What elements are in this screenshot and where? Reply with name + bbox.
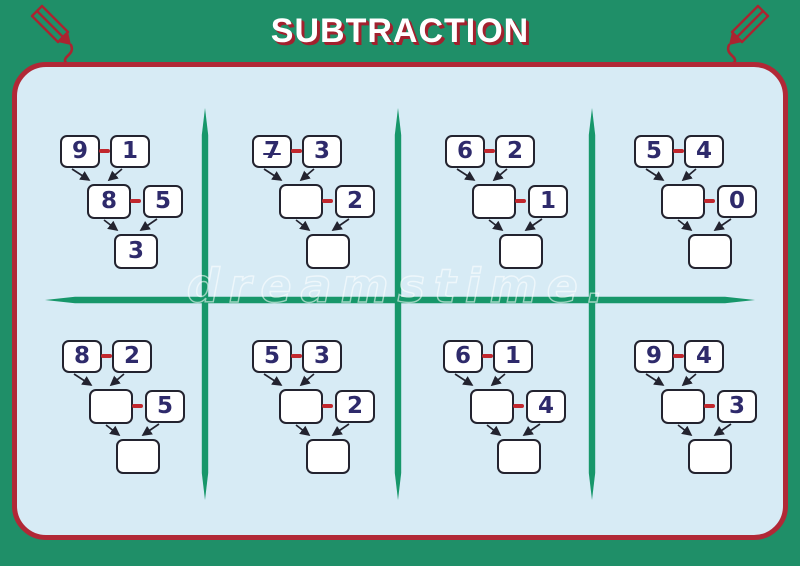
flow-arrows (456, 168, 543, 232)
minuend-box: 9 (634, 340, 674, 373)
final-answer-box[interactable] (688, 439, 732, 474)
puzzle-4: 5 4 0 (634, 135, 759, 269)
puzzle-8: 9 4 3 (634, 340, 759, 474)
puzzle-5: 8 2 5 (62, 340, 187, 474)
first-difference-answer-box[interactable] (279, 389, 323, 424)
minuend-box: 8 (62, 340, 102, 373)
puzzle-6: 5 3 2 (252, 340, 377, 474)
minus-sign (322, 199, 333, 203)
puzzle-1: 9 1 8 5 3 (60, 135, 185, 269)
flow-arrows (454, 373, 541, 437)
minuend-box: 6 (443, 340, 483, 373)
minus-sign (291, 149, 302, 153)
flow-arrows (73, 373, 160, 437)
first-difference-answer-box[interactable] (661, 389, 705, 424)
minuend-box: 5 (252, 340, 292, 373)
flow-arrows (71, 168, 158, 232)
minus-sign (515, 199, 526, 203)
pencil-scribble-icon (698, 4, 770, 66)
final-answer-box[interactable] (306, 234, 350, 269)
puzzle-3: 6 2 1 (445, 135, 570, 269)
subtrahend-box: 1 (110, 135, 150, 168)
second-subtrahend-box: 5 (143, 185, 183, 218)
subtrahend-box: 3 (302, 135, 342, 168)
puzzle-7: 6 1 4 (443, 340, 568, 474)
first-difference-answer-box[interactable] (661, 184, 705, 219)
minus-sign (482, 354, 493, 358)
minus-sign (101, 354, 112, 358)
final-answer-box[interactable] (497, 439, 541, 474)
subtrahend-box: 3 (302, 340, 342, 373)
flow-arrows (263, 373, 350, 437)
page-title: SUBTRACTION (270, 11, 530, 50)
second-subtrahend-box: 0 (717, 185, 757, 218)
final-answer-box[interactable] (688, 234, 732, 269)
minus-sign (673, 354, 684, 358)
second-subtrahend-box: 3 (717, 390, 757, 423)
final-answer-box[interactable] (116, 439, 160, 474)
final-answer-box[interactable] (306, 439, 350, 474)
first-difference-answer-box[interactable]: 8 (87, 184, 131, 219)
title-bar: SUBTRACTION (0, 0, 800, 62)
minus-sign (704, 404, 715, 408)
worksheet-panel: dreamstime. 9 1 8 5 3 (12, 62, 788, 540)
first-difference-answer-box[interactable] (472, 184, 516, 219)
flow-arrows (645, 168, 732, 232)
subtrahend-box: 1 (493, 340, 533, 373)
minus-sign (322, 404, 333, 408)
minuend-box: 7 (252, 135, 292, 168)
second-subtrahend-box: 2 (335, 185, 375, 218)
flow-arrows (263, 168, 350, 232)
final-answer-box[interactable]: 3 (114, 234, 158, 269)
second-subtrahend-box: 5 (145, 390, 185, 423)
minus-sign (484, 149, 495, 153)
minus-sign (291, 354, 302, 358)
minus-sign (130, 199, 141, 203)
minus-sign (673, 149, 684, 153)
subtrahend-box: 4 (684, 135, 724, 168)
minuend-box: 5 (634, 135, 674, 168)
puzzle-2: 7 3 2 (252, 135, 377, 269)
first-difference-answer-box[interactable] (279, 184, 323, 219)
second-subtrahend-box: 4 (526, 390, 566, 423)
final-answer-box[interactable] (499, 234, 543, 269)
flow-arrows (645, 373, 732, 437)
second-subtrahend-box: 2 (335, 390, 375, 423)
minus-sign (704, 199, 715, 203)
minus-sign (99, 149, 110, 153)
second-subtrahend-box: 1 (528, 185, 568, 218)
first-difference-answer-box[interactable] (470, 389, 514, 424)
first-difference-answer-box[interactable] (89, 389, 133, 424)
minuend-box: 9 (60, 135, 100, 168)
minuend-box: 6 (445, 135, 485, 168)
minus-sign (513, 404, 524, 408)
subtrahend-box: 2 (495, 135, 535, 168)
grid-divider-lines (45, 108, 755, 500)
minus-sign (132, 404, 143, 408)
subtrahend-box: 2 (112, 340, 152, 373)
subtrahend-box: 4 (684, 340, 724, 373)
pencil-scribble-icon (30, 4, 102, 66)
